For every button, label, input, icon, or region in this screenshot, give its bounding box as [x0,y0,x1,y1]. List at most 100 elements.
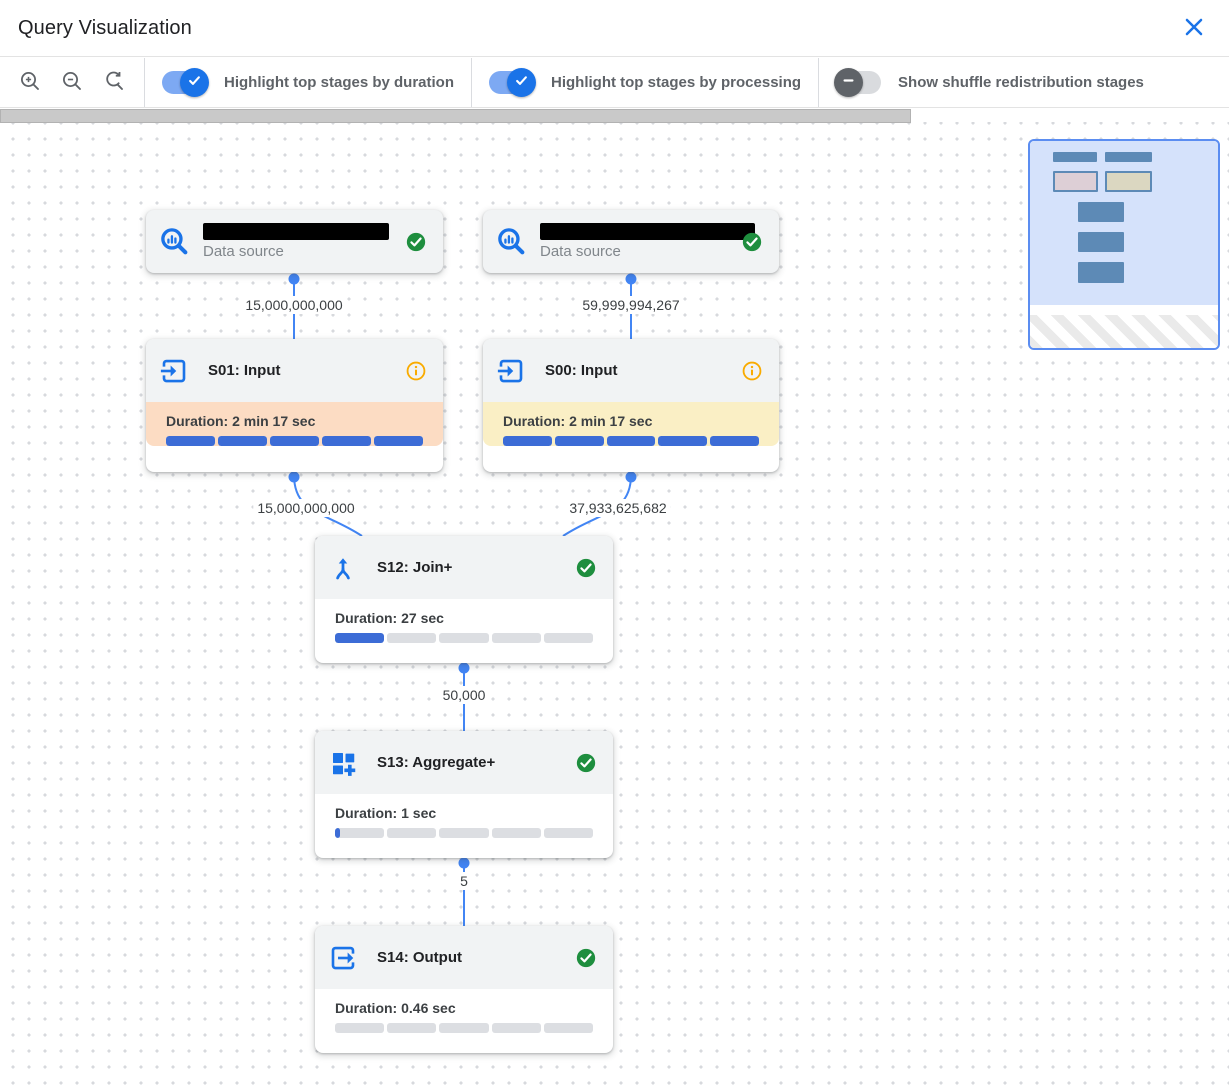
dialog-header: Query Visualization [0,0,1229,57]
datasource-label: Data source [203,243,284,260]
datasource-label: Data source [540,243,621,260]
stage-node-s14[interactable]: S14: Output Duration: 0.46 sec [315,926,613,1053]
check-circle-icon [575,947,597,969]
minimap-node [1078,232,1124,252]
info-icon[interactable] [405,360,427,382]
info-icon[interactable] [741,360,763,382]
stage-node-s13[interactable]: S13: Aggregate+ Duration: 1 sec [315,731,613,858]
stage-title: S13: Aggregate+ [377,754,496,771]
edge-row-count: 5 [456,872,472,890]
stage-duration-panel: Duration: 1 sec [315,794,613,838]
horizontal-scrollbar[interactable] [0,109,911,123]
minimap-node [1078,202,1124,222]
stage-node-s12[interactable]: S12: Join+ Duration: 27 sec [315,536,613,663]
stage-header: S00: Input [483,339,779,402]
datasource-node-1[interactable]: Data source [146,210,443,273]
minimap-node-highlight-duration [1053,171,1098,192]
zoom-controls [0,67,144,98]
check-circle-icon [575,752,597,774]
bigquery-icon [158,226,190,258]
input-icon [495,355,527,387]
check-icon [512,71,531,95]
stage-header: S12: Join+ [315,536,613,599]
toggle-thumb [180,68,209,97]
zoom-in-button[interactable] [16,67,44,98]
duration-progress-bar [166,436,423,446]
stage-title: S14: Output [377,949,462,966]
toggle-highlight-processing[interactable] [489,68,536,97]
redacted-table-name [203,223,389,240]
minimap-node [1053,152,1097,162]
minimap[interactable] [1028,139,1220,350]
duration-progress-bar [503,436,759,446]
duration-label: Duration: 1 sec [335,805,437,821]
close-icon [1181,14,1207,43]
stage-node-s00[interactable]: S00: Input Duration: 2 min 17 sec [483,339,779,472]
duration-progress-bar [335,1023,594,1033]
duration-label: Duration: 27 sec [335,610,444,626]
stage-duration-panel: Duration: 2 min 17 sec [483,402,779,446]
minimap-viewport [1030,141,1218,305]
toggle-thumb [507,68,536,97]
toggle-label: Highlight top stages by processing [551,74,802,91]
stage-title: S12: Join+ [377,559,453,576]
stage-duration-panel: Duration: 0.46 sec [315,989,613,1033]
toggle-label: Highlight top stages by duration [224,74,454,91]
check-circle-icon [405,231,427,253]
edge-row-count: 50,000 [438,686,490,704]
stage-duration-panel: Duration: 2 min 17 sec [146,402,443,446]
edge-row-count: 37,933,625,682 [565,499,671,517]
minimap-outside-area [1030,315,1218,348]
stage-title: S01: Input [208,362,281,379]
check-circle-icon [575,557,597,579]
check-icon [185,71,204,95]
stage-node-s01[interactable]: S01: Input Duration: 2 min 17 sec [146,339,443,472]
edge-row-count: 59,999,994,267 [578,296,684,314]
stage-header: S13: Aggregate+ [315,731,613,794]
toggle-highlight-duration[interactable] [162,68,209,97]
duration-label: Duration: 0.46 sec [335,1000,456,1016]
redacted-table-name [540,223,755,240]
stage-title: S00: Input [545,362,618,379]
output-icon [327,942,359,974]
toggle-label: Show shuffle redistribution stages [898,74,1144,91]
toolbar-divider [818,58,820,107]
duration-label: Duration: 2 min 17 sec [166,413,316,429]
duration-progress-bar [335,828,594,838]
aggregate-icon [327,747,359,779]
toggle-show-shuffle[interactable] [834,68,882,97]
zoom-out-button[interactable] [58,67,86,98]
toggle-group-shuffle: Show shuffle redistribution stages [819,68,1161,97]
minimap-node [1105,152,1152,162]
toolbar-divider [471,58,472,107]
minimap-node-highlight-processing [1105,171,1152,192]
stage-header: S01: Input [146,339,443,402]
join-icon [327,552,359,584]
zoom-reset-icon [102,69,126,96]
stage-duration-panel: Duration: 27 sec [315,599,613,643]
datasource-info: Data source [540,223,755,260]
zoom-in-icon [18,69,42,96]
zoom-out-icon [60,69,84,96]
input-icon [158,355,190,387]
dialog-title: Query Visualization [18,16,192,39]
stage-header: S14: Output [315,926,613,989]
duration-label: Duration: 2 min 17 sec [503,413,653,429]
minimap-node [1078,262,1124,283]
graph-canvas[interactable]: Data source Data source [0,122,1229,1090]
minus-icon [839,71,858,95]
toggle-group-processing: Highlight top stages by processing [472,68,818,97]
datasource-node-2[interactable]: Data source [483,210,779,273]
zoom-reset-button[interactable] [100,67,128,98]
toolbar: Highlight top stages by duration Highlig… [0,58,1229,108]
toggle-group-duration: Highlight top stages by duration [145,68,471,97]
bigquery-icon [495,226,527,258]
toggle-thumb [834,68,864,97]
duration-progress-bar [335,633,594,643]
check-circle-icon [741,231,763,253]
close-button[interactable] [1179,12,1209,45]
datasource-info: Data source [203,223,405,260]
edge-row-count: 15,000,000,000 [253,499,359,517]
toolbar-divider [144,58,145,107]
